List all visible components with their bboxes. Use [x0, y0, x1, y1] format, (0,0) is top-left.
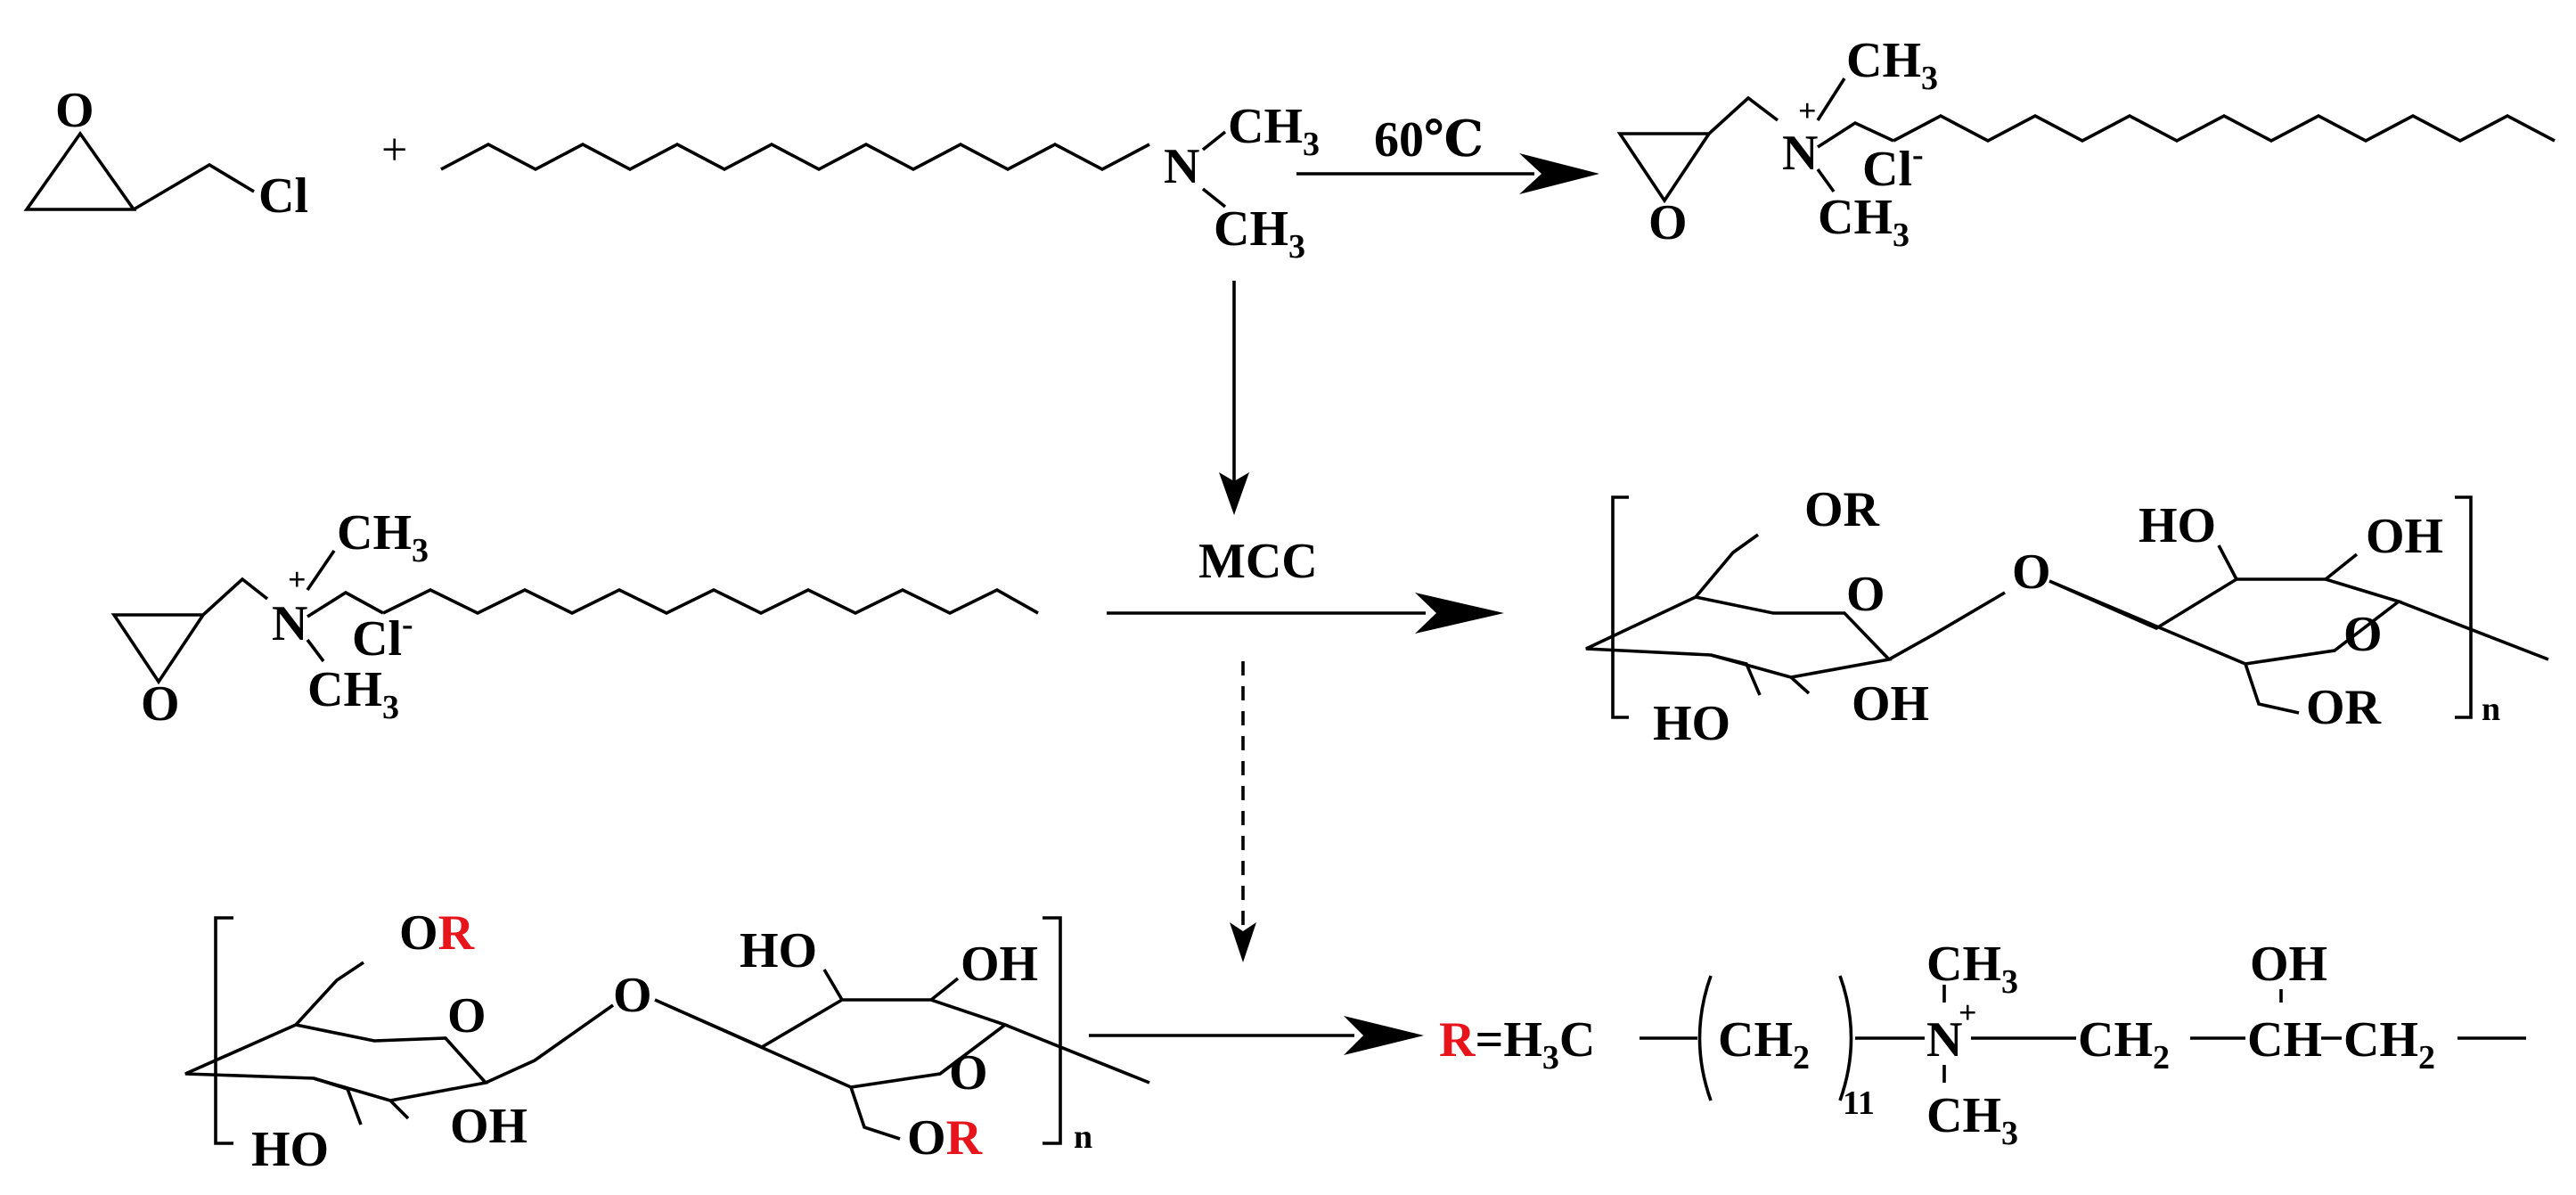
dodecyldimethylamine: N CH3 CH3	[440, 99, 1320, 266]
r-nitrogen-charge: +	[1959, 994, 1977, 1030]
modified-cellulose-bottom: OR O O HO OH HO OH O OR n	[184, 905, 1150, 1177]
quat2-epoxide-oxygen-label: O	[141, 676, 180, 732]
cellulose-bottom-oh-2: OH	[961, 937, 1038, 992]
quat2-chloride-label: Cl-	[352, 606, 413, 667]
vertical-arrow	[1219, 281, 1249, 515]
plus-sign: +	[381, 125, 407, 176]
r-hydroxyl-label: OH	[2250, 937, 2327, 992]
cellulose-top-ho-2: HO	[2138, 498, 2216, 553]
quat-chloride-label: Cl-	[1862, 136, 1924, 197]
cellulose-bottom-ho-2: HO	[740, 923, 817, 978]
amine-methyl-top-label: CH3	[1228, 99, 1320, 163]
quat2-methyl-top-label: CH3	[337, 505, 429, 569]
amine-nitrogen-label: N	[1164, 139, 1199, 194]
mcc-label: MCC	[1198, 534, 1318, 589]
cellulose-top-or-2: OR	[2306, 680, 2382, 735]
cellulose-top-repeat-n: n	[2482, 691, 2500, 728]
r-nitrogen-label: N	[1926, 1012, 1962, 1068]
cellulose-bottom-or-2: OR	[907, 1110, 983, 1166]
cellulose-top-oh-2: OH	[2366, 509, 2443, 564]
step1-arrow: 60℃	[1296, 112, 1599, 194]
cellulose-bottom-or-1: OR	[399, 905, 475, 961]
chlorine-label: Cl	[258, 168, 308, 224]
cellulose-top-ring-oxygen-2: O	[2343, 607, 2383, 662]
r-ch-label: CH	[2247, 1012, 2322, 1068]
step1-condition-label: 60℃	[1374, 112, 1484, 168]
epoxide-oxygen-label: O	[55, 83, 94, 138]
r-methyl-top-label: CH3	[1926, 937, 2018, 1001]
epichlorohydrin: O Cl	[23, 83, 308, 224]
quat-salt-product: O N + CH3 CH3 Cl-	[1616, 33, 2556, 254]
cellulose-top-or-1: OR	[1804, 482, 1880, 537]
quat-charge-plus: +	[1798, 93, 1817, 128]
r-ch2-second-label: CH2	[2343, 1012, 2435, 1076]
cellulose-top-ring-oxygen-1: O	[1846, 567, 1885, 622]
quat2-nitrogen-label: N	[272, 596, 307, 651]
bottom-arrow	[1089, 1016, 1424, 1055]
repeat-count-label: 11	[1843, 1085, 1875, 1122]
cellulose-top-bridge-oxygen: O	[2012, 544, 2051, 600]
cellulose-bottom-ho-1: HO	[251, 1122, 329, 1177]
modified-cellulose-top: OR O O HO OH HO OH O OR n	[1585, 482, 2549, 751]
quat-nitrogen-label: N	[1782, 126, 1818, 181]
quat2-charge-plus: +	[288, 561, 307, 597]
cellulose-bottom-ring-oxygen-2: O	[949, 1045, 988, 1101]
cellulose-bottom-repeat-n: n	[1074, 1118, 1092, 1156]
quat-epoxide-oxygen-label: O	[1648, 195, 1688, 250]
amine-methyl-bottom-label: CH3	[1214, 201, 1305, 266]
cellulose-bottom-ring-oxygen-1: O	[447, 988, 487, 1044]
methylene-repeat-label: CH2	[1718, 1012, 1810, 1076]
quat-methyl-top-label: CH3	[1846, 33, 1938, 97]
r-definition-start: R=H3C	[1439, 1012, 1595, 1076]
cellulose-top-oh-1: OH	[1852, 676, 1929, 732]
r-methyl-bottom-label: CH3	[1926, 1088, 2018, 1152]
quat-salt-reactant: O N + CH3 CH3 Cl-	[110, 505, 1039, 732]
r-group-definition: R=H3C CH2 11 N + CH3 CH3 CH2 CH OH CH2	[1439, 937, 2526, 1152]
cellulose-bottom-bridge-oxygen: O	[613, 968, 652, 1023]
mcc-arrow: MCC	[1107, 534, 1504, 634]
quat2-methyl-bottom-label: CH3	[307, 662, 399, 726]
dashed-arrow	[1230, 661, 1256, 962]
quat-methyl-bottom-label: CH3	[1818, 190, 1910, 254]
cellulose-bottom-oh-1: OH	[450, 1099, 527, 1154]
cellulose-top-ho-1: HO	[1653, 696, 1730, 751]
r-ch2-first-label: CH2	[2078, 1012, 2170, 1076]
